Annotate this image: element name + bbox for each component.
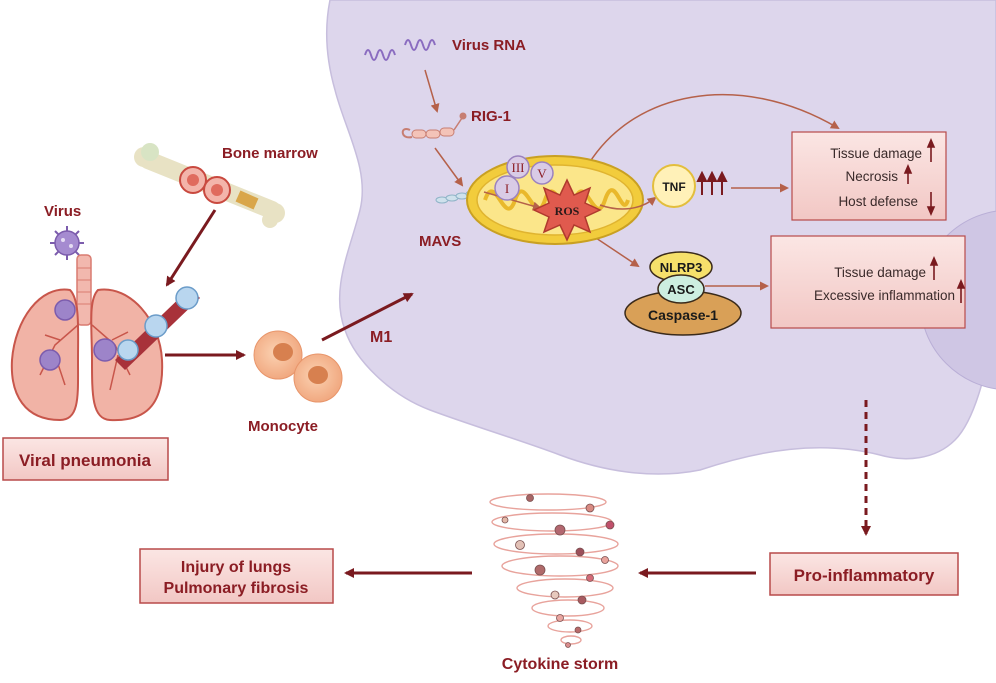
mavs-label: MAVS bbox=[419, 233, 461, 250]
complex-v-label: V bbox=[537, 166, 547, 181]
inflammasome-effect-1: Excessive inflammation bbox=[814, 288, 955, 303]
tnf-node bbox=[652, 164, 696, 208]
complex-i-label: I bbox=[505, 181, 509, 196]
cytokine-storm-label: Cytokine storm bbox=[502, 656, 618, 673]
tnf-effect-1: Necrosis bbox=[845, 169, 898, 184]
viral-pneumonia-box bbox=[2, 437, 169, 481]
ros-burst bbox=[532, 178, 602, 242]
arrow-bone-to-lungs bbox=[165, 209, 217, 287]
monocyte-label: Monocyte bbox=[248, 418, 318, 435]
virus-icon bbox=[50, 226, 84, 260]
arrow-monocyte-to-m1 bbox=[321, 292, 414, 342]
cytokine-particles bbox=[501, 494, 615, 648]
virus-rna-icon bbox=[364, 39, 436, 61]
pro-inflammatory-box bbox=[769, 552, 959, 596]
injury-box bbox=[139, 548, 334, 604]
inflammasome-effect-0: Tissue damage bbox=[834, 265, 926, 280]
blood-vessel-icon bbox=[115, 286, 200, 370]
monocyte-icon bbox=[253, 330, 343, 403]
inflammasome-effects-box bbox=[770, 235, 966, 329]
arrow-rna-to-rig1 bbox=[424, 69, 440, 113]
complex-iii bbox=[506, 155, 530, 179]
arrow-rig1-to-mavs bbox=[434, 147, 464, 187]
injury-line-2: Pulmonary fibrosis bbox=[164, 580, 309, 597]
tnf-effect-0: Tissue damage bbox=[830, 146, 922, 161]
bone-icon bbox=[134, 143, 285, 228]
rig1-label: RIG-1 bbox=[471, 108, 511, 125]
nlrp3-label: NLRP3 bbox=[660, 260, 703, 275]
tnf-label: TNF bbox=[662, 180, 685, 194]
complex-v bbox=[530, 161, 554, 185]
cell-body bbox=[325, 0, 996, 475]
caspase1-label: Caspase-1 bbox=[648, 307, 718, 323]
injury-line-1: Injury of lungs bbox=[181, 559, 291, 576]
pro-inflammatory-label: Pro-inflammatory bbox=[794, 566, 935, 585]
viral-pneumonia-label: Viral pneumonia bbox=[19, 451, 151, 470]
asc-node bbox=[657, 274, 705, 304]
virus-label: Virus bbox=[44, 203, 81, 220]
tnf-effect-2: Host defense bbox=[838, 194, 918, 209]
cytokine-storm-icon bbox=[489, 493, 619, 645]
m1-label: M1 bbox=[370, 329, 392, 346]
complex-i bbox=[494, 175, 520, 201]
ros-label: ROS bbox=[555, 204, 580, 218]
asc-label: ASC bbox=[667, 282, 695, 297]
bone-marrow-label: Bone marrow bbox=[222, 145, 318, 162]
arrow-mito-to-tissue bbox=[584, 93, 840, 171]
complex-iii-label: III bbox=[512, 160, 525, 175]
tnf-up-arrows bbox=[696, 170, 728, 195]
virus-rna-label: Virus RNA bbox=[452, 37, 526, 54]
tnf-effects-box bbox=[791, 131, 947, 221]
rig1-receptor-icon bbox=[401, 112, 467, 139]
